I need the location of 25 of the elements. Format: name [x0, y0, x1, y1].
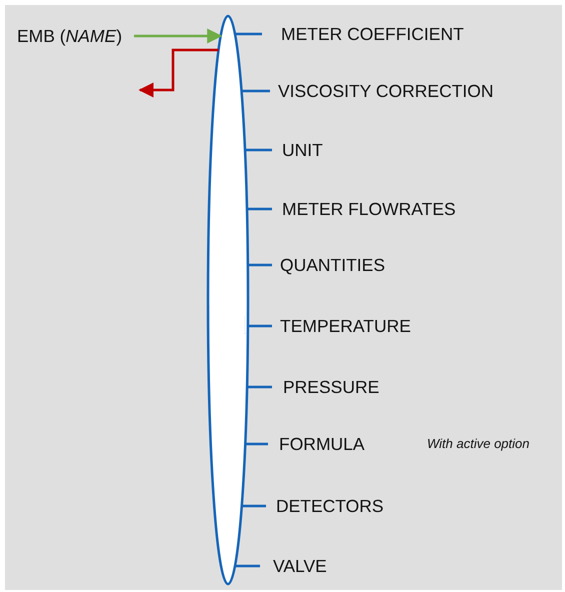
leader-line: [244, 148, 272, 152]
menu-name-label: EMB (NAME): [17, 25, 134, 47]
leader-line: [248, 324, 272, 328]
leader-line: [248, 264, 272, 266]
menu-item: VISCOSITY CORRECTION: [270, 80, 494, 102]
leader-line: [247, 386, 272, 388]
leader-line: [242, 504, 266, 508]
arrow: [134, 28, 222, 44]
menu-item: FORMULA: [268, 433, 365, 455]
arrow: [138, 48, 218, 98]
leader-line: [245, 442, 268, 446]
leader-line: [235, 564, 260, 568]
leader-line: [242, 90, 270, 92]
loop-ellipse: [206, 14, 250, 586]
menu-item: TEMPERATURE: [272, 315, 411, 337]
note-text: With active option: [427, 436, 530, 451]
menu-item: PRESSURE: [272, 376, 380, 398]
menu-item: UNIT: [272, 139, 323, 161]
menu-item: VALVE: [260, 555, 327, 577]
menu-item: METER FLOWRATES: [272, 198, 456, 220]
leader-line: [246, 208, 272, 210]
menu-item: QUANTITIES: [272, 254, 386, 276]
menu-item: DETECTORS: [266, 495, 384, 517]
menu-item: METER COEFFICIENT: [262, 23, 464, 45]
leader-line: [235, 32, 262, 36]
